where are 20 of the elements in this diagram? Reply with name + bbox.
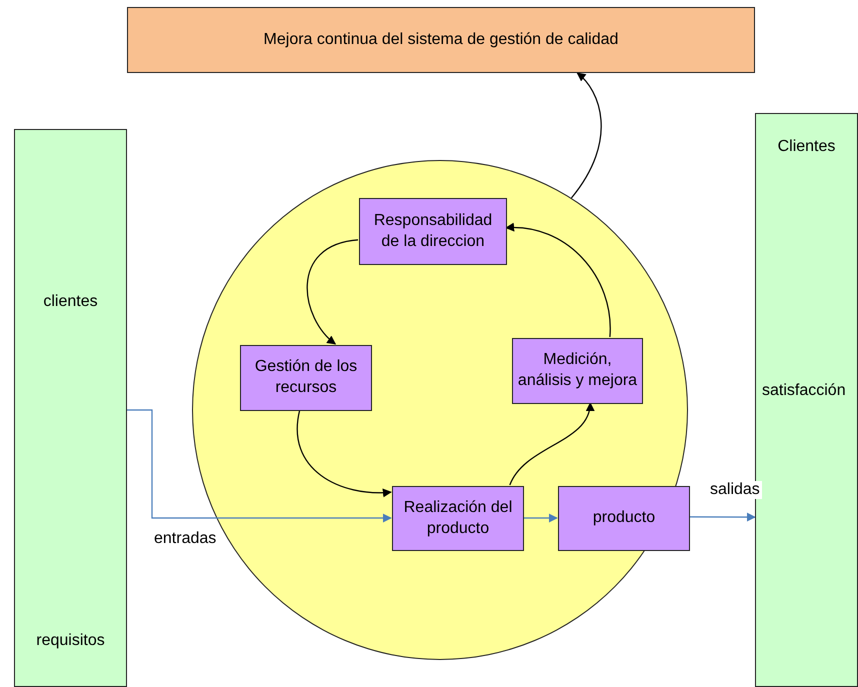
arrow <box>306 239 358 345</box>
edge-label: salidas <box>708 481 762 499</box>
arrow <box>689 512 756 522</box>
panel-label: satisfacción <box>762 382 846 400</box>
arrow <box>570 72 602 198</box>
arrow <box>523 514 558 523</box>
improvement-banner: Mejora continua del sistema de gestión de calidad <box>127 7 755 73</box>
process-box: Realización del producto <box>392 486 524 551</box>
process-box: Responsabilidad de la direccion <box>359 198 507 265</box>
process-box: Medición, análisis y mejora <box>512 338 643 404</box>
panel-label: Clientes <box>776 138 836 156</box>
customer-panel <box>14 129 127 687</box>
arrow <box>509 402 594 486</box>
process-box: Gestión de los recursos <box>240 345 372 411</box>
arrow <box>505 223 611 337</box>
panel-label: clientes <box>42 293 99 311</box>
process-box: producto <box>558 486 690 551</box>
arrow <box>127 409 392 523</box>
arrow <box>296 410 392 498</box>
panel-label: requisitos <box>35 632 106 650</box>
